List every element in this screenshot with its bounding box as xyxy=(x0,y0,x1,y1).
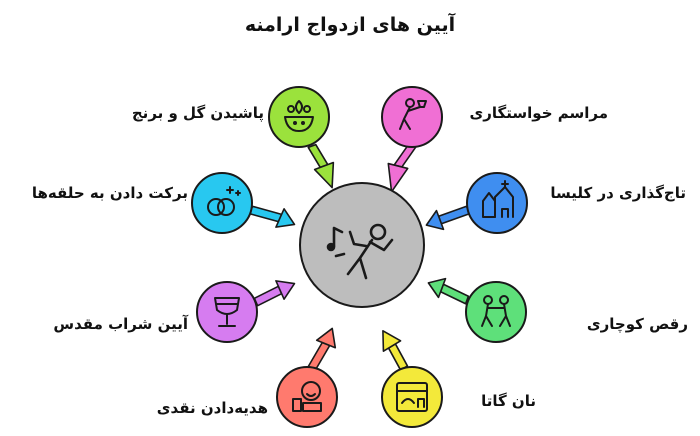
arrow-bread-basket xyxy=(382,330,409,371)
node-flowers-rice xyxy=(268,86,330,148)
node-gata-bread xyxy=(381,366,443,428)
rings-sparkle-icon xyxy=(207,186,241,216)
node-ring-blessing xyxy=(191,172,253,234)
node-cash-gift xyxy=(276,366,338,428)
church-icon xyxy=(482,180,514,218)
label-cash-gift: هدیه‌دادن نقدی xyxy=(156,399,268,417)
label-church-crowning: تاج‌گذاری در کلیسا xyxy=(550,184,686,202)
arrow-church xyxy=(425,205,471,231)
arrow-smiling-gift-money xyxy=(307,327,337,371)
node-church-crowning xyxy=(466,172,528,234)
label-holy-wine: آیین شراب مقدس xyxy=(53,315,188,333)
chalice-icon xyxy=(214,297,240,327)
dancing-couple-icon xyxy=(481,295,511,327)
arrow-rings-sparkle xyxy=(248,205,296,228)
label-courtship: مراسم خواستگاری xyxy=(469,104,608,122)
smiling-gift-money-icon xyxy=(292,381,322,412)
label-kochari-dance: رقص کوچاری xyxy=(586,315,688,333)
center-node xyxy=(299,182,425,308)
node-kochari-dance xyxy=(465,281,527,343)
node-courtship xyxy=(381,86,443,148)
arrow-bowl-flowers-rice xyxy=(307,143,335,189)
diagram-title: آیین های ازدواج ارامنه xyxy=(244,14,456,36)
bowl-flowers-rice-icon xyxy=(284,100,314,132)
arrow-person-offering-cup xyxy=(387,144,417,193)
label-flowers-rice: پاشیدن گل و برنج xyxy=(131,104,264,122)
node-holy-wine xyxy=(196,281,258,343)
label-gata-bread: نان گاتا xyxy=(481,392,536,410)
arrow-chalice xyxy=(253,280,296,307)
arrow-dancing-couple xyxy=(427,277,470,305)
label-ring-blessing: برکت دادن به حلقه‌ها xyxy=(31,184,188,202)
person-offering-cup-icon xyxy=(399,98,427,130)
bread-basket-icon xyxy=(396,382,428,412)
dancing-person-music-icon xyxy=(326,223,394,280)
